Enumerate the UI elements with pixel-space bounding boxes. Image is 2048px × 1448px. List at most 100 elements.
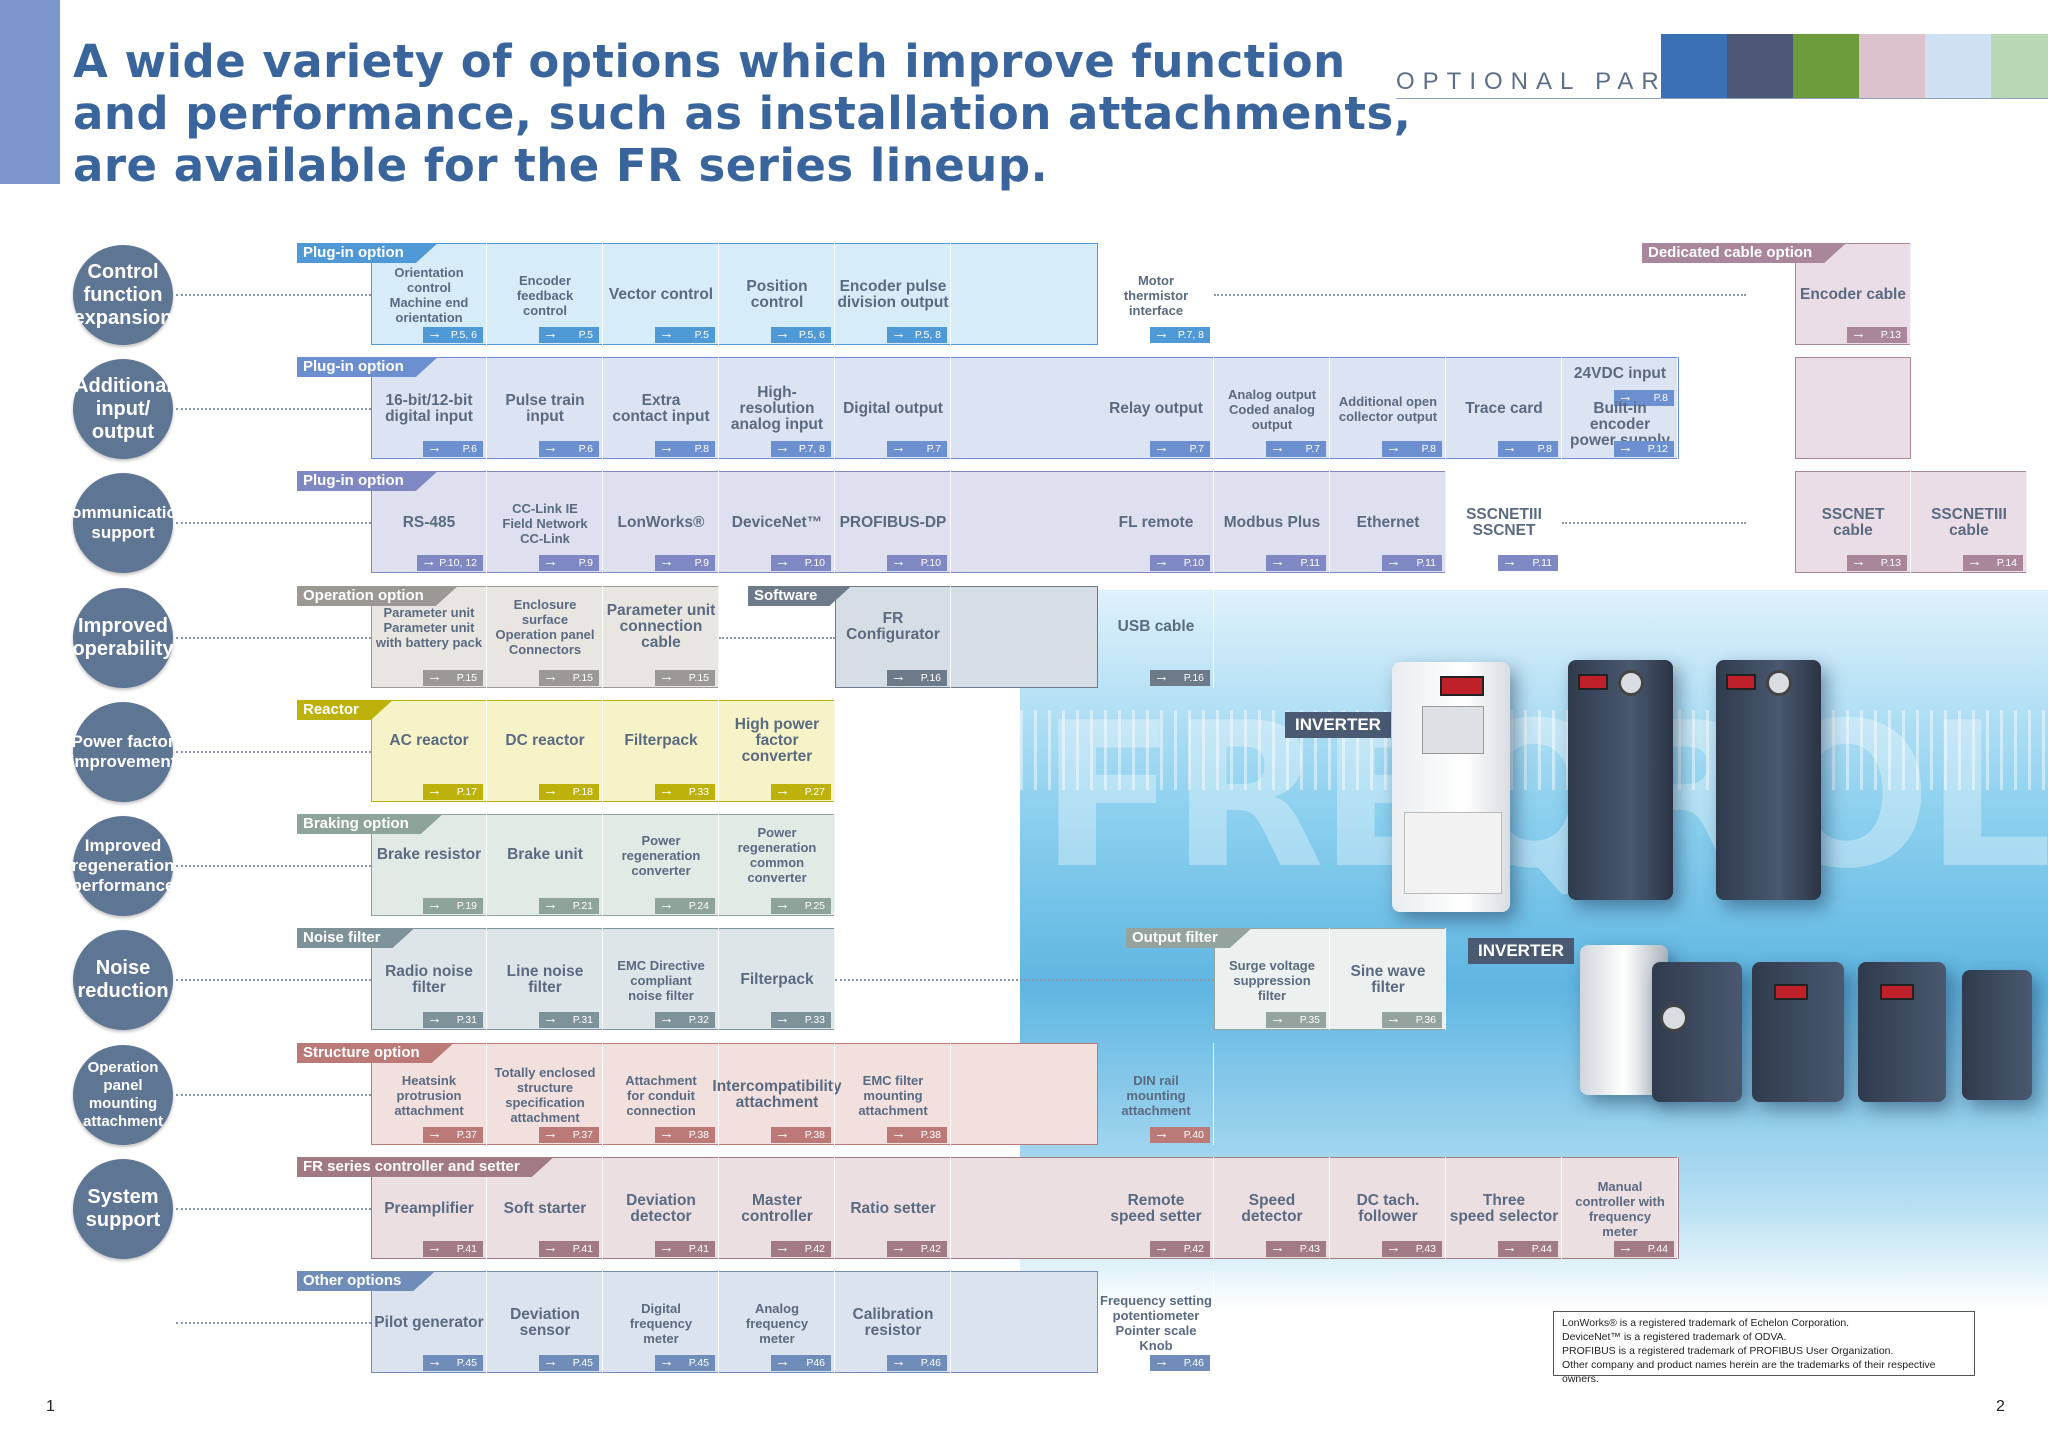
option-label-line: Digital output <box>843 400 943 417</box>
option-cell: RS-485P.10, 12 <box>371 471 487 573</box>
cell-divider <box>602 928 603 1030</box>
option-label-line: Operation panel <box>495 627 595 642</box>
page-reference: P.14 <box>1963 554 2023 571</box>
option-label-line: sensor <box>519 1322 571 1339</box>
option-label-line: High-resolution <box>739 384 815 417</box>
cell-divider <box>1561 471 1562 573</box>
cell-divider <box>486 928 487 1030</box>
cell-divider <box>1329 1157 1330 1259</box>
option-label-line: Heatsink <box>401 1072 457 1088</box>
page-reference: P.31 <box>423 1011 483 1028</box>
option-label-line: collector output <box>1338 409 1438 424</box>
option-cell: PreamplifierP.41 <box>371 1157 487 1259</box>
cell-divider <box>718 700 719 802</box>
dotted-connector <box>719 637 835 639</box>
inverter-image-small-3 <box>1858 962 1946 1102</box>
option-label-line: Encoder cable <box>1800 286 1906 303</box>
cell-divider <box>1561 1157 1562 1259</box>
option-group-tag: Braking option <box>297 814 443 834</box>
option-label-line: RS-485 <box>402 514 456 531</box>
option-label-line: Brake resistor <box>376 846 482 863</box>
cell-divider <box>486 586 487 688</box>
option-group-tag: FR series controller and setter <box>297 1157 554 1177</box>
category-label-line: function <box>83 283 163 306</box>
cell-divider <box>486 243 487 345</box>
option-label-line: mounting <box>863 1087 923 1103</box>
option-cell: Surge voltagesuppressionfilterP.35 <box>1214 928 1330 1030</box>
category-label-line: mounting <box>88 1095 158 1112</box>
option-label: Modbus Plus <box>1214 493 1330 553</box>
page-reference: P.16 <box>887 669 947 686</box>
option-cell: HeatsinkprotrusionattachmentP.37 <box>371 1043 487 1145</box>
option-label-line: interface <box>1128 302 1184 318</box>
page-number-right: 2 <box>1996 1398 2005 1415</box>
option-label-line: Filterpack <box>740 971 814 988</box>
dotted-connector <box>176 1094 371 1096</box>
page-reference: P.32 <box>655 1011 715 1028</box>
option-label-line: SSCNET <box>1472 522 1536 539</box>
cell-divider <box>718 1271 719 1373</box>
page-reference: P.40 <box>1150 1126 1210 1143</box>
headline-line: and performance, such as installation at… <box>73 87 1412 140</box>
option-label-line: detector <box>1241 1208 1303 1225</box>
dotted-connector <box>176 522 371 524</box>
cell-divider <box>950 471 951 573</box>
option-label-line: Analog <box>754 1300 800 1316</box>
option-cell: DigitalfrequencymeterP.45 <box>603 1271 719 1373</box>
option-label-line: connection cable <box>619 618 703 651</box>
option-label-line: cable <box>1949 522 1989 539</box>
option-label-line: Built-in encoder <box>1589 399 1651 433</box>
option-cell: IntercompatibilityattachmentP.38 <box>712 1043 842 1145</box>
option-label: Preamplifier <box>371 1179 487 1239</box>
option-label-line: Pointer scale <box>1115 1323 1197 1338</box>
cell-divider <box>1677 357 1678 408</box>
headline-line: A wide variety of options which improve … <box>73 35 1346 88</box>
option-label-line: Power <box>641 832 681 848</box>
option-cell: PowerregenerationconverterP.24 <box>603 814 719 916</box>
option-cell: PROFIBUS-DPP.10 <box>835 471 951 573</box>
page-reference: P.7, 8 <box>1150 326 1210 343</box>
option-label-line: follower <box>1358 1208 1418 1225</box>
option-cell: Relay outputP.7 <box>1098 357 1214 459</box>
page-reference: P.36 <box>1382 1011 1442 1028</box>
option-cell: Position controlP.5, 6 <box>719 243 835 345</box>
category-label-line: input/ <box>95 397 151 420</box>
option-label-line: AC reactor <box>389 732 469 749</box>
option-label-line: Deviation <box>510 1306 580 1323</box>
page-reference: P.15 <box>539 669 599 686</box>
option-cell: DC reactorP.18 <box>487 700 603 802</box>
page-reference: P.10, 12 <box>417 554 483 571</box>
option-label-line: protrusion <box>396 1087 462 1103</box>
cell-divider <box>950 1271 951 1373</box>
option-label: PROFIBUS-DP <box>835 493 951 553</box>
cell-divider <box>1445 928 1446 1030</box>
inverter-image-small-1 <box>1652 962 1742 1102</box>
page-reference: P.46 <box>887 1354 947 1371</box>
option-label-line: Parameter unit <box>606 602 716 619</box>
background-logo-text: FREQROL <box>1040 680 2048 913</box>
option-label-line: Master <box>752 1192 802 1209</box>
option-label: Pilot generator <box>371 1293 487 1353</box>
option-label-line: Enclosure surface <box>513 597 577 627</box>
cell-divider <box>718 243 719 345</box>
option-label-line: frequency <box>745 1315 809 1331</box>
page-reference: P.19 <box>423 897 483 914</box>
option-label-line: for conduit <box>627 1087 695 1103</box>
option-label-line: DeviceNet™ <box>731 514 823 531</box>
category-label-line: Power factor <box>71 732 175 751</box>
cell-divider <box>602 1157 603 1259</box>
inverter-dial <box>1660 1004 1688 1032</box>
option-cell: DIN railmountingattachmentP.40 <box>1098 1043 1214 1145</box>
option-label-line: CC-Link IE <box>512 500 578 516</box>
option-label-line: detector <box>630 1208 692 1225</box>
option-label-line: Trace card <box>1465 400 1543 417</box>
dotted-connector <box>176 637 371 639</box>
option-label-line: SSCNET <box>1821 506 1885 523</box>
photo-thumbnail <box>1925 34 1991 98</box>
